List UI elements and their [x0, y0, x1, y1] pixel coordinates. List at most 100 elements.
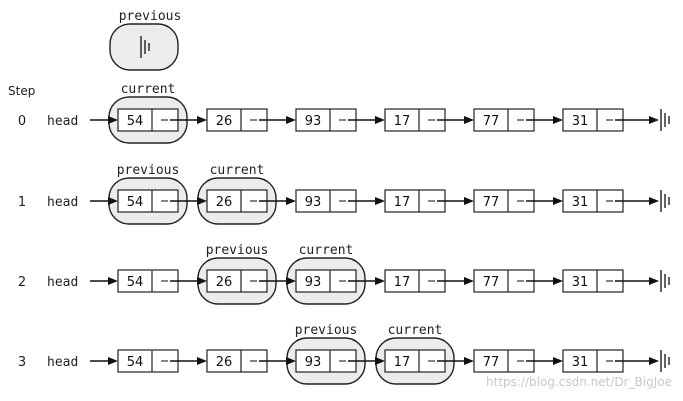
next-arrow — [526, 116, 563, 124]
node-value: 93 — [305, 355, 322, 370]
list-node: 31 — [562, 108, 624, 132]
head-label: head — [47, 275, 78, 290]
step-row-0: 0 head current 54 26 93 17 77 31 — [18, 82, 670, 144]
list-node: 26 — [206, 269, 268, 293]
tail-arrow — [615, 277, 659, 285]
head-arrow — [90, 277, 118, 285]
step-number: 3 — [18, 355, 26, 370]
null-ground-icon — [660, 270, 670, 292]
node-value: 93 — [305, 114, 322, 129]
node-value: 17 — [394, 114, 411, 129]
next-arrow — [437, 197, 474, 205]
head-arrow — [90, 197, 118, 205]
list-node: 31 — [562, 189, 624, 213]
next-arrow — [437, 277, 474, 285]
next-arrow — [170, 277, 207, 285]
step-row-2: 2 head previous current 54 26 93 17 77 31 — [18, 243, 670, 305]
list-node: 26 — [206, 349, 268, 373]
node-value: 54 — [127, 275, 144, 290]
current-pointer-label: current — [388, 323, 443, 338]
node-value: 93 — [305, 195, 322, 210]
head-arrow — [90, 116, 118, 124]
node-value: 77 — [483, 195, 500, 210]
node-value: 26 — [216, 275, 233, 290]
head-label: head — [47, 355, 78, 370]
node-value: 93 — [305, 275, 322, 290]
next-arrow — [170, 116, 207, 124]
node-value: 54 — [127, 114, 144, 129]
tail-arrow — [615, 116, 659, 124]
node-value: 54 — [127, 195, 144, 210]
step-number: 1 — [18, 195, 26, 210]
current-pointer-label: current — [299, 243, 354, 258]
next-arrow — [348, 277, 385, 285]
list-node: 77 — [473, 349, 535, 373]
head-label: head — [47, 195, 78, 210]
tail-arrow — [615, 357, 659, 365]
initial-previous-pointer: previous — [109, 9, 182, 71]
node-value: 17 — [394, 355, 411, 370]
node-value: 54 — [127, 355, 144, 370]
node-value: 26 — [216, 355, 233, 370]
null-ground-icon — [660, 350, 670, 372]
node-value: 31 — [572, 275, 589, 290]
watermark-text: https://blog.csdn.net/Dr_BigJoe — [486, 375, 672, 389]
list-node: 26 — [206, 189, 268, 213]
list-node: 17 — [384, 189, 446, 213]
list-node: 17 — [384, 349, 446, 373]
next-arrow — [170, 197, 207, 205]
list-node: 93 — [295, 189, 357, 213]
node-value: 31 — [572, 195, 589, 210]
previous-pointer-label: previous — [117, 163, 180, 178]
current-pointer-label: current — [210, 163, 265, 178]
node-value: 77 — [483, 275, 500, 290]
list-node: 93 — [295, 349, 357, 373]
step-row-1: 1 head previous current 54 26 93 17 77 31 — [18, 163, 670, 225]
step-number: 0 — [18, 114, 26, 129]
list-node: 17 — [384, 269, 446, 293]
list-node: 54 — [117, 349, 179, 373]
null-ground-icon — [660, 190, 670, 212]
step-header: Step — [8, 84, 35, 98]
initial-previous-label: previous — [119, 9, 182, 24]
step-number: 2 — [18, 275, 26, 290]
next-arrow — [437, 116, 474, 124]
node-value: 17 — [394, 195, 411, 210]
next-arrow — [170, 357, 207, 365]
node-value: 31 — [572, 355, 589, 370]
next-arrow — [348, 197, 385, 205]
list-node: 77 — [473, 189, 535, 213]
initial-previous-null-icon — [140, 36, 150, 58]
head-arrow — [90, 357, 118, 365]
list-node: 77 — [473, 108, 535, 132]
node-value: 17 — [394, 275, 411, 290]
list-node: 54 — [117, 189, 179, 213]
null-ground-icon — [660, 109, 670, 131]
previous-pointer-label: previous — [206, 243, 269, 258]
next-arrow — [526, 357, 563, 365]
next-arrow — [437, 357, 474, 365]
next-arrow — [526, 277, 563, 285]
node-value: 77 — [483, 355, 500, 370]
list-node: 31 — [562, 349, 624, 373]
list-node: 93 — [295, 108, 357, 132]
initial-previous-box — [109, 23, 179, 71]
node-value: 31 — [572, 114, 589, 129]
list-node: 54 — [117, 108, 179, 132]
node-value: 26 — [216, 195, 233, 210]
list-node: 54 — [117, 269, 179, 293]
next-arrow — [259, 197, 296, 205]
current-pointer-label: current — [121, 82, 176, 97]
list-node: 31 — [562, 269, 624, 293]
node-value: 26 — [216, 114, 233, 129]
traversal-steps: 0 head current 54 26 93 17 77 31 1 head previous cur… — [18, 82, 670, 385]
list-node: 26 — [206, 108, 268, 132]
tail-arrow — [615, 197, 659, 205]
next-arrow — [259, 277, 296, 285]
list-node: 77 — [473, 269, 535, 293]
next-arrow — [348, 116, 385, 124]
head-label: head — [47, 114, 78, 129]
node-value: 77 — [483, 114, 500, 129]
